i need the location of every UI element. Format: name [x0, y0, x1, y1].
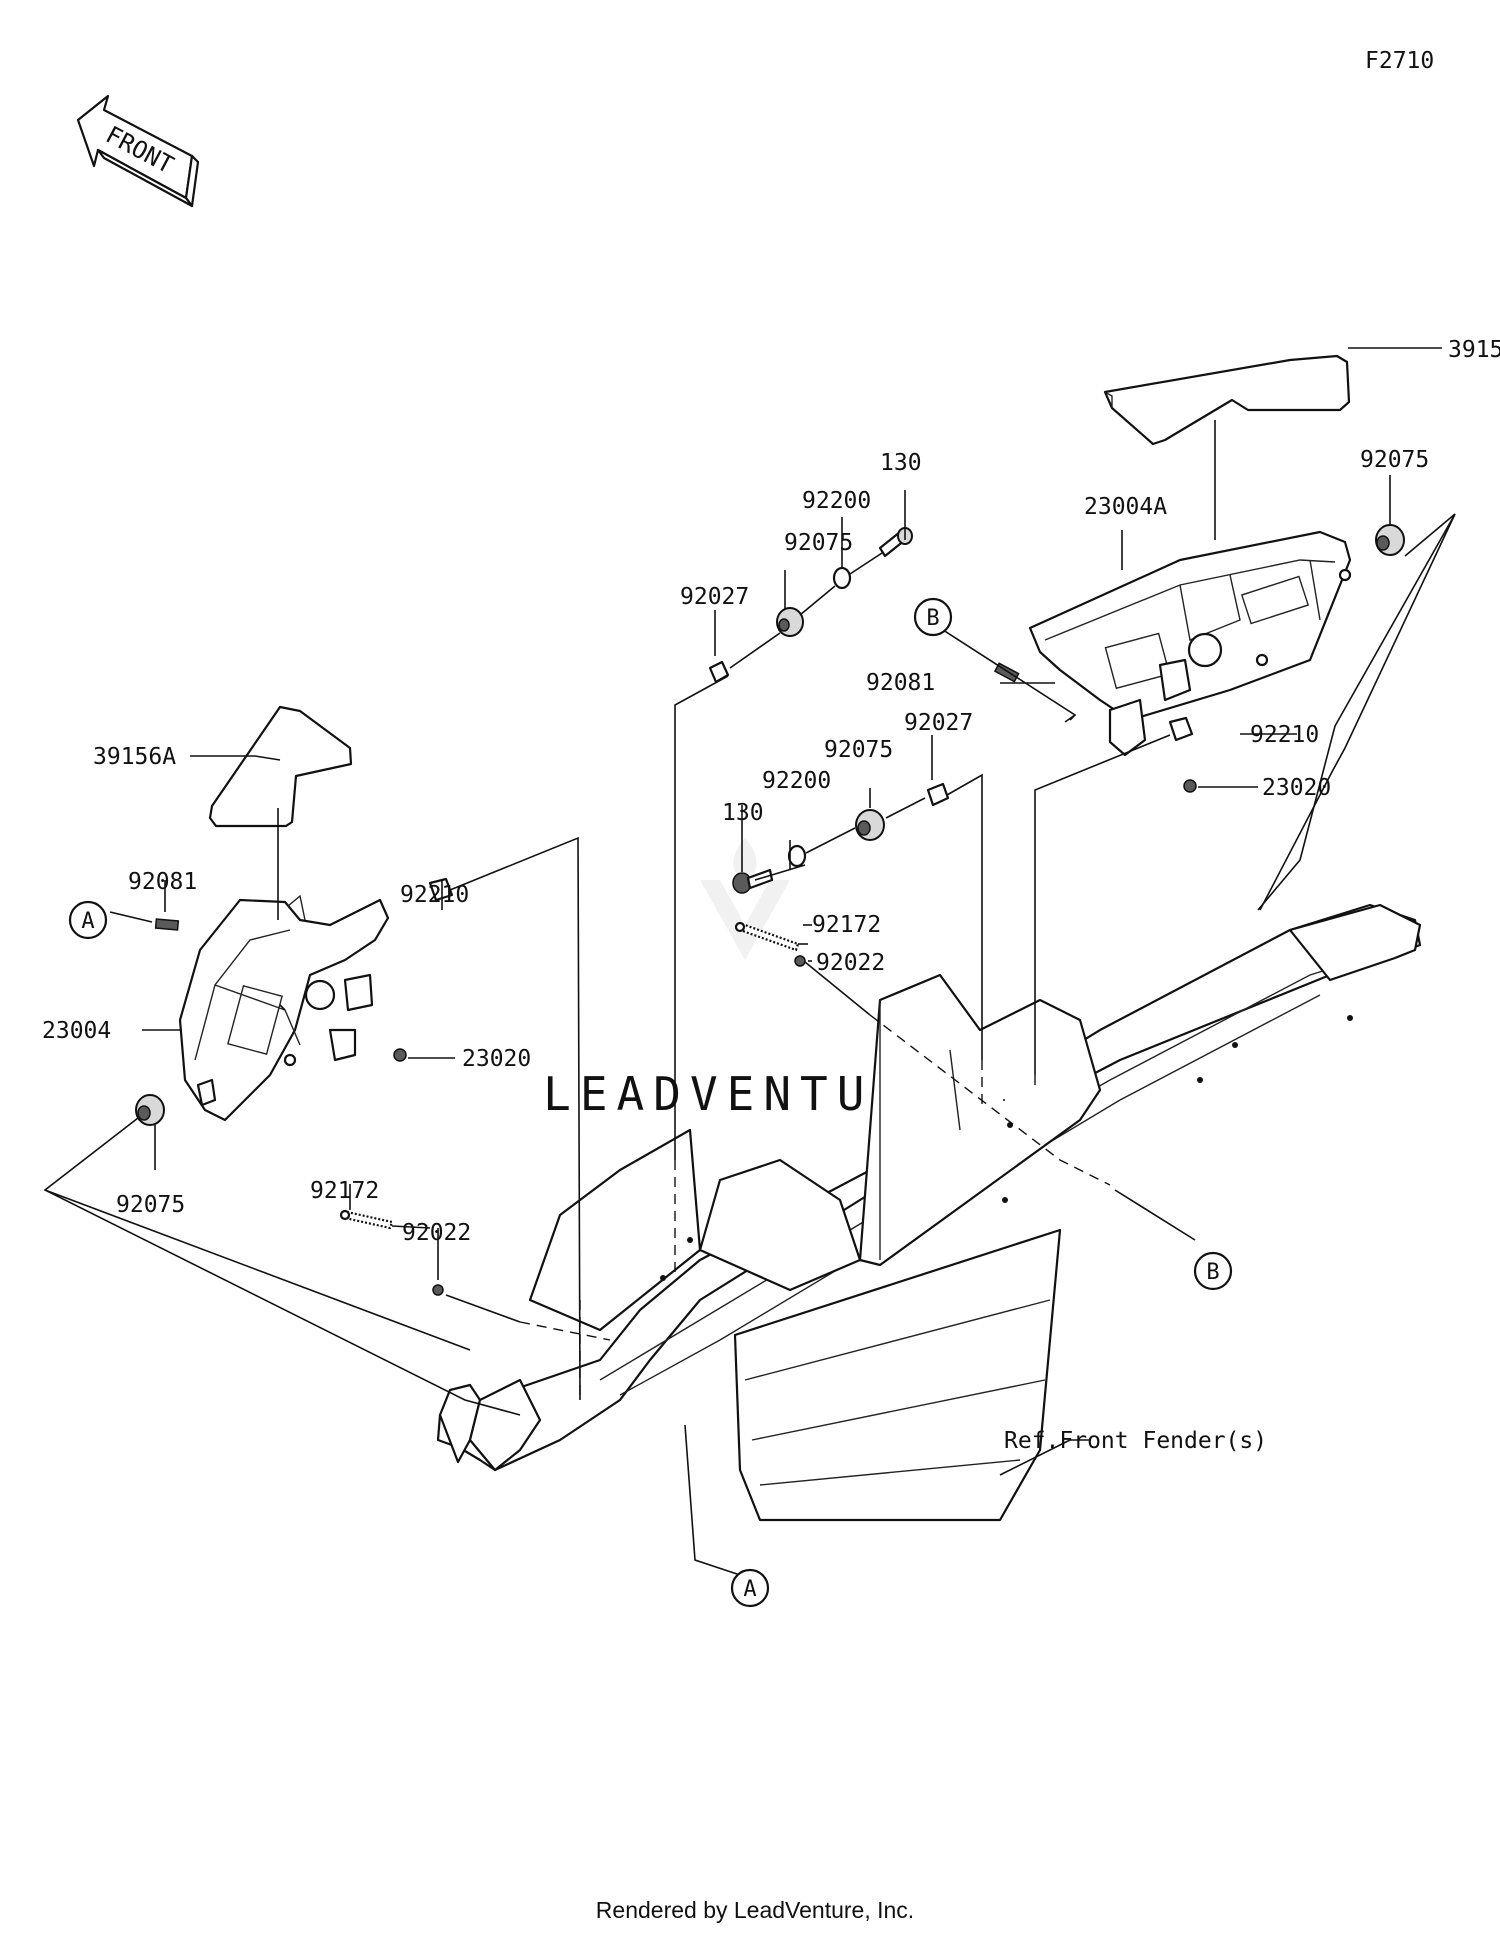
cap-left: [393, 1048, 407, 1062]
collar-top: [708, 660, 730, 684]
cover-right-shape: [1103, 354, 1351, 446]
grommet-center-mid: [855, 809, 885, 841]
cap-right: [1183, 779, 1197, 793]
label-39156: 39156: [1448, 337, 1500, 363]
label-92027-top: 92027: [680, 584, 749, 610]
leader-lines: [43, 347, 1456, 1581]
bolt-top: [878, 527, 913, 558]
screw-mid: [734, 921, 800, 952]
marker-a-left: A: [68, 900, 108, 940]
grommet-left-bottom: [135, 1094, 165, 1126]
footer-credit: Rendered by LeadVenture, Inc.: [596, 1897, 914, 1923]
hidden-lines: [519, 1014, 1111, 1400]
label-23020-right: 23020: [1262, 775, 1331, 801]
front-fender: [436, 903, 1422, 1522]
washer-mid: [787, 844, 807, 868]
screw-left: [339, 1209, 394, 1230]
nut-clip-left: [428, 877, 454, 902]
svg-text:B: B: [1206, 1260, 1219, 1285]
washer-top: [832, 566, 852, 590]
bulb-left: [154, 918, 180, 931]
label-23004: 23004: [42, 1018, 111, 1044]
front-arrow-icon: FRONT: [76, 94, 200, 208]
label-92075-mid: 92075: [824, 737, 893, 763]
svg-text:B: B: [926, 606, 939, 631]
label-92027-mid: 92027: [904, 710, 973, 736]
label-130-mid: 130: [722, 800, 764, 826]
label-92022-mid: 92022: [816, 950, 885, 976]
label-92210-right: 92210: [1250, 722, 1319, 748]
grommet-right-top: [1375, 524, 1405, 556]
label-92081-left: 92081: [128, 869, 197, 895]
collar-mid: [926, 782, 950, 807]
grommet-center-top: [776, 607, 804, 637]
label-23020-left: 23020: [462, 1046, 531, 1072]
marker-b-bottom: B: [1193, 1251, 1233, 1291]
label-92200-mid: 92200: [762, 768, 831, 794]
label-39156A: 39156A: [93, 744, 176, 770]
label-92075-left: 92075: [116, 1192, 185, 1218]
label-92075-top: 92075: [784, 530, 853, 556]
label-92172-mid: 92172: [812, 912, 881, 938]
label-92172-left: 92172: [310, 1178, 379, 1204]
svg-text:A: A: [81, 909, 94, 934]
label-92022-left: 92022: [402, 1220, 471, 1246]
label-92081-right: 92081: [866, 670, 935, 696]
marker-b-top: B: [913, 597, 953, 637]
svg-text:A: A: [743, 1577, 756, 1602]
washer-small-mid: [794, 955, 806, 967]
label-130-top: 130: [880, 450, 922, 476]
label-92075-right: 92075: [1360, 447, 1429, 473]
washer-small-left: [432, 1284, 444, 1296]
cover-left-shape: [208, 705, 353, 828]
marker-a-bottom: A: [730, 1568, 770, 1608]
figure-code: F2710: [1365, 48, 1434, 74]
light-right-housing: [1028, 530, 1352, 757]
nut-clip-right: [1168, 716, 1194, 742]
label-92210-left: 92210: [400, 882, 469, 908]
label-92200-top: 92200: [802, 488, 871, 514]
label-ref-front-fender: Ref.Front Fender(s): [1004, 1428, 1267, 1454]
label-23004A: 23004A: [1084, 494, 1167, 520]
